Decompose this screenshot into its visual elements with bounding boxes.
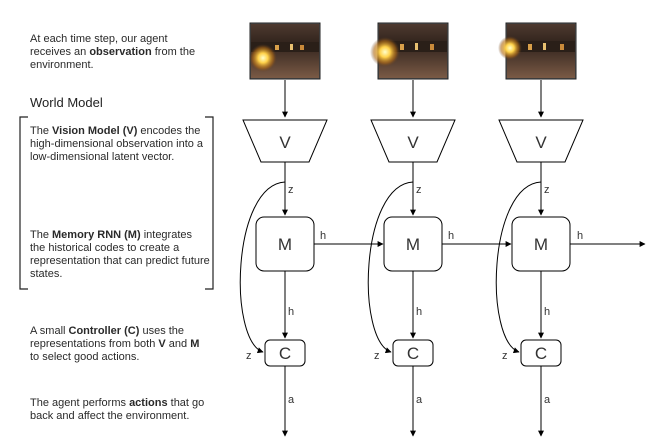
vision-node-label-2: V [407,133,419,152]
svg-text:h: h [544,306,550,318]
svg-text:h: h [577,230,583,242]
svg-text:z: z [544,184,550,196]
svg-text:z: z [502,350,508,362]
controller-node-label-3: C [535,344,547,363]
controller-description: A small Controller (C) uses the represen… [30,325,200,363]
vision-node-label-3: V [535,133,547,152]
timestep-1: V z M h C a z h [239,22,384,437]
observation-description: At each time step, our agent receives an… [30,33,196,71]
svg-text:a: a [288,394,295,406]
svg-text:h: h [416,306,422,318]
vision-encoder-1 [242,119,328,163]
actions-description: The agent performs actions that go back … [30,397,205,422]
controller-node-label-2: C [407,344,419,363]
vision-encoder-3 [498,119,584,163]
timestep-3: V z M h C a z h [495,22,646,437]
svg-text:a: a [416,394,423,406]
memory-node-label-1: M [278,235,292,254]
observation-frame-3 [498,22,577,80]
memory-node-label-2: M [406,235,420,254]
observation-frame-2 [370,22,449,80]
observation-frame-1 [249,22,321,80]
world-model-left-bracket [19,116,28,290]
controller-node-label-1: C [279,344,291,363]
svg-text:z: z [246,350,252,362]
vision-node-label-1: V [279,133,291,152]
memory-node-label-3: M [534,235,548,254]
vision-description: The Vision Model (V) encodes the high-di… [30,125,204,163]
vision-encoder-2 [370,119,456,163]
svg-text:z: z [374,350,380,362]
world-model-title: World Model [30,95,103,110]
svg-text:z: z [416,184,422,196]
svg-text:h: h [320,230,326,242]
memory-description: The Memory RNN (M) integrates the histor… [30,229,210,280]
svg-text:h: h [448,230,454,242]
svg-text:z: z [288,184,294,196]
svg-text:a: a [544,394,551,406]
svg-text:h: h [288,306,294,318]
world-model-right-bracket [205,116,214,290]
timestep-2: V z M h C a z h [367,22,512,437]
